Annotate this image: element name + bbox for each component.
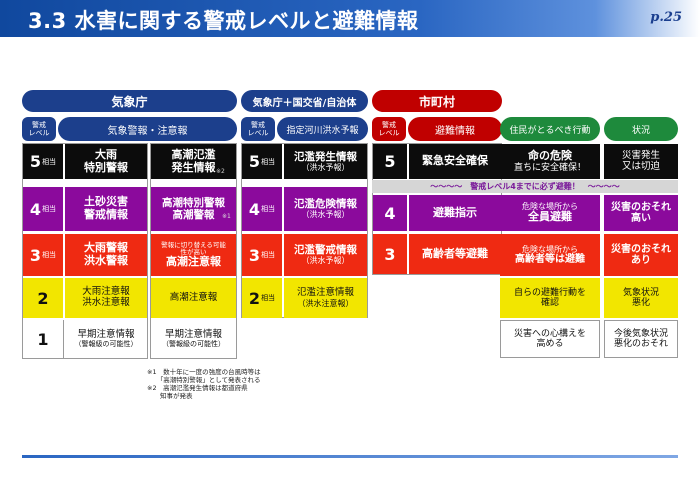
level-4-badge-evac: 4 <box>373 195 407 231</box>
page-title: 3.3 水害に関する警戒レベルと避難情報 <box>28 9 419 33</box>
l5-weather-warning: 大雨 特別警報 <box>65 144 147 179</box>
l2-situation: 気象状況 悪化 <box>604 278 678 318</box>
level-5-badge-evac: 5 <box>373 144 407 179</box>
l2-river-info: 氾濫注意情報 （洪水注意報） <box>284 278 367 318</box>
header-jma-warnings: 気象警報・注意報 <box>58 117 237 141</box>
level-1-divider <box>63 320 64 358</box>
l2-resident-action: 自らの避難行動を 確認 <box>500 278 600 318</box>
l3-evac-info: 高齢者等避難 <box>409 234 501 274</box>
l4-storm-mark: ※1 <box>222 213 231 220</box>
l2-storm-surge: 高潮注意報 <box>151 278 236 318</box>
l1-weather-warning: 早期注意情報 （警報級の可能性） <box>74 328 138 349</box>
header-resident-action: 住民がとるべき行動 <box>500 117 600 141</box>
l4-weather-warning: 土砂災害 警戒情報 <box>65 187 147 231</box>
l4-river-info: 氾濫危険情報 （洪水予報） <box>284 187 367 231</box>
jma-storm-column <box>150 143 237 359</box>
footnote-line: ※1 数十年に一度の強度の台風時等は <box>147 368 261 376</box>
level-2-badge: 2 <box>23 278 63 318</box>
l1-storm-surge: 早期注意情報 （警報級の可能性） <box>162 328 225 349</box>
l5-river-info: 氾濫発生情報 （洪水予報） <box>284 144 367 179</box>
l2-weather-warning: 大雨注意報 洪水注意報 <box>65 278 147 318</box>
l3-storm-surge: 警報に切り替える可能 性が高い 高潮注意報 <box>151 234 236 276</box>
header-jma-mlit: 気象庁＋国交省/自治体 <box>241 90 368 112</box>
l5-evac-info: 緊急安全確保 <box>409 144 501 179</box>
l3-river-info: 氾濫警戒情報 （洪水予報） <box>284 234 367 276</box>
header-jma: 気象庁 <box>22 90 237 112</box>
l5-storm-surge: 高潮氾濫 発生情報 <box>151 144 236 179</box>
footer-rule <box>22 455 678 458</box>
header-municipality: 市町村 <box>372 90 502 112</box>
level-1-badge: 1 <box>37 329 49 349</box>
level-3-badge-evac: 3 <box>373 234 407 274</box>
footnote-line: 知事が発表 <box>147 392 193 400</box>
jma-weather-column <box>22 143 148 359</box>
l4-evac-info: 避難指示 <box>409 195 501 231</box>
l4-resident-action: 危険な場所から 全員避難 <box>500 195 600 231</box>
footnote-line: ※2 高潮氾濫発生情報は都道府県 <box>147 384 248 392</box>
footnotes: ※1 数十年に一度の強度の台風時等は 「高潮特別警報」として発表される ※2 高… <box>147 368 261 400</box>
page-number: p.25 <box>650 10 682 25</box>
l4-situation: 災害のおそれ 高い <box>604 195 678 231</box>
l3-situation: 災害のおそれ あり <box>604 234 678 276</box>
l1-resident-action: 災害への心構えを 高める <box>500 320 600 358</box>
l5-situation: 災害発生 又は切迫 <box>604 144 678 179</box>
title-bar <box>0 0 700 37</box>
l1-situation: 今後気象状況 悪化のおそれ <box>604 320 678 358</box>
header-evacuation-info: 避難情報 <box>408 117 502 141</box>
footnote-line: 「高潮特別警報」として発表される <box>147 376 261 384</box>
l5-storm-mark: ※2 <box>216 168 225 175</box>
l3-resident-action: 危険な場所から 高齢者等は避難 <box>500 234 600 276</box>
header-situation: 状況 <box>604 117 678 141</box>
l3-weather-warning: 大雨警報 洪水警報 <box>65 234 147 276</box>
evacuate-by-level4-banner: 〜〜〜〜 警戒レベル4までに必ず避難！ 〜〜〜〜 <box>372 180 678 193</box>
header-level-label: 警戒 レベル <box>22 117 56 141</box>
header-level-label-2: 警戒 レベル <box>241 117 275 141</box>
header-designated-river: 指定河川洪水予報 <box>277 117 368 141</box>
l4-storm-surge: 高潮特別警報 高潮警報 <box>151 187 236 231</box>
l5-resident-action: 命の危険 直ちに安全確保！ <box>500 144 600 179</box>
header-level-label-3: 警戒 レベル <box>372 117 406 141</box>
